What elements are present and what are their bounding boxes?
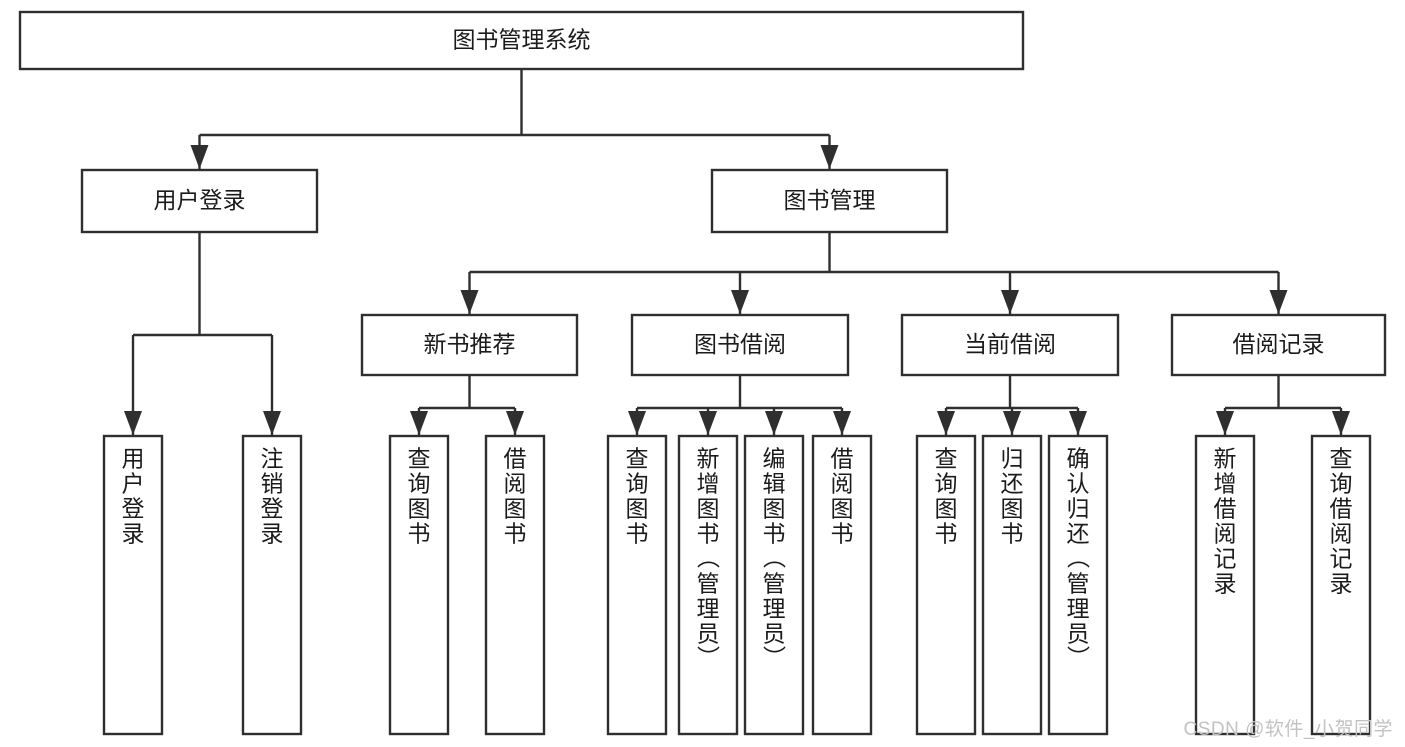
arrow-head-leaf-borrow-book-rec [506, 411, 524, 435]
arrow-head-new-book-recommend [460, 290, 479, 314]
leaf-node-box[interactable] [743, 434, 805, 736]
leaf-node-label: 注销登录 [261, 446, 284, 547]
arrow-head-leaf-query-book-cur [937, 411, 955, 435]
arrow-head-book-borrow [731, 290, 749, 314]
arrow-head-leaf-edit-book-admin [765, 411, 783, 435]
arrow-head-leaf-query-book-rec [410, 411, 428, 435]
arrow-head-leaf-query-borrow-record [1332, 411, 1350, 435]
level2-node-box[interactable] [710, 168, 949, 234]
level3-node-box[interactable] [630, 313, 850, 377]
leaf-node-box[interactable] [606, 434, 668, 736]
node-current-borrow[interactable]: 当前借阅 [900, 313, 1120, 377]
arrow-head-leaf-add-borrow-record [1216, 411, 1234, 435]
leaf-node-label: 借阅图书 [504, 446, 527, 547]
leaf-node-box[interactable] [484, 434, 546, 736]
node-book-borrow[interactable]: 图书借阅 [630, 313, 850, 377]
root-node-label: 图书管理系统 [453, 27, 591, 53]
level3-node-box[interactable] [900, 313, 1120, 377]
node-leaf-add-borrow-record[interactable]: 新增借阅记录 [1194, 434, 1256, 736]
level2-node-label: 图书管理 [784, 187, 876, 213]
root-node-box[interactable] [18, 10, 1025, 71]
arrow-head-leaf-confirm-return-admin [1069, 411, 1087, 435]
level2-node-box[interactable] [80, 168, 319, 234]
node-leaf-add-book-admin[interactable]: 新增图书（管理员） [677, 434, 739, 736]
node-user-login[interactable]: 用户登录 [80, 168, 319, 234]
arrow-head-book-manage [820, 145, 839, 169]
leaf-node-label: 新增借阅记录 [1214, 446, 1237, 597]
level2-node-label: 用户登录 [154, 187, 246, 213]
leaf-node-box[interactable] [677, 434, 739, 736]
leaf-node-label: 借阅图书 [831, 446, 854, 547]
node-leaf-user-logout[interactable]: 注销登录 [241, 434, 303, 736]
leaf-node-box[interactable] [811, 434, 873, 736]
arrow-head-borrow-record [1269, 290, 1288, 314]
node-leaf-borrow-book-rec[interactable]: 借阅图书 [484, 434, 546, 736]
node-borrow-record[interactable]: 借阅记录 [1170, 313, 1387, 377]
level3-node-label: 当前借阅 [964, 331, 1056, 357]
node-leaf-borrow-book[interactable]: 借阅图书 [811, 434, 873, 736]
level3-node-box[interactable] [1170, 313, 1387, 377]
arrow-head-leaf-user-login [124, 411, 142, 435]
connector-layer [124, 69, 1350, 435]
leaf-node-box[interactable] [915, 434, 977, 736]
leaf-node-label: 新增图书（管理员） [697, 446, 721, 672]
node-leaf-confirm-return-admin[interactable]: 确认归还（管理员） [1047, 434, 1109, 736]
arrow-head-leaf-user-logout [263, 411, 281, 435]
arrow-head-leaf-query-book-borrow [628, 411, 646, 435]
level3-node-label: 图书借阅 [694, 331, 786, 357]
leaf-node-box[interactable] [981, 434, 1043, 736]
leaf-node-box[interactable] [1194, 434, 1256, 736]
node-leaf-user-login[interactable]: 用户登录 [102, 434, 164, 736]
node-leaf-edit-book-admin[interactable]: 编辑图书（管理员） [743, 434, 805, 736]
arrow-head-current-borrow [1001, 290, 1019, 314]
leaf-node-label: 编辑图书（管理员） [763, 446, 787, 672]
leaf-node-label: 查询图书 [408, 446, 431, 547]
arrow-head-leaf-add-book-admin [699, 411, 717, 435]
node-book-manage[interactable]: 图书管理 [710, 168, 949, 234]
leaf-node-box[interactable] [388, 434, 450, 736]
node-layer: 图书管理系统用户登录图书管理新书推荐图书借阅当前借阅借阅记录用户登录注销登录查询… [18, 10, 1387, 736]
arrow-head-leaf-return-book [1003, 411, 1021, 435]
leaf-node-label: 查询图书 [935, 446, 958, 547]
node-leaf-query-book-borrow[interactable]: 查询图书 [606, 434, 668, 736]
leaf-node-box[interactable] [102, 434, 164, 736]
leaf-node-label: 用户登录 [122, 446, 145, 547]
node-leaf-query-book-rec[interactable]: 查询图书 [388, 434, 450, 736]
node-root[interactable]: 图书管理系统 [18, 10, 1025, 71]
arrow-head-user-login [190, 145, 209, 169]
node-leaf-query-book-cur[interactable]: 查询图书 [915, 434, 977, 736]
node-leaf-return-book[interactable]: 归还图书 [981, 434, 1043, 736]
leaf-node-label: 确认归还（管理员） [1067, 446, 1091, 672]
leaf-node-box[interactable] [1047, 434, 1109, 736]
leaf-node-box[interactable] [1310, 434, 1372, 736]
leaf-node-box[interactable] [241, 434, 303, 736]
arrow-head-leaf-borrow-book [833, 411, 851, 435]
leaf-node-label: 归还图书 [1001, 446, 1024, 547]
node-leaf-query-borrow-record[interactable]: 查询借阅记录 [1310, 434, 1372, 736]
watermark: CSDN @软件_小贺同学 [1183, 719, 1393, 740]
level3-node-label: 借阅记录 [1233, 331, 1325, 357]
level3-node-label: 新书推荐 [424, 331, 516, 357]
leaf-node-label: 查询借阅记录 [1330, 446, 1353, 597]
node-new-book-recommend[interactable]: 新书推荐 [360, 313, 579, 377]
level3-node-box[interactable] [360, 313, 579, 377]
leaf-node-label: 查询图书 [626, 446, 649, 547]
